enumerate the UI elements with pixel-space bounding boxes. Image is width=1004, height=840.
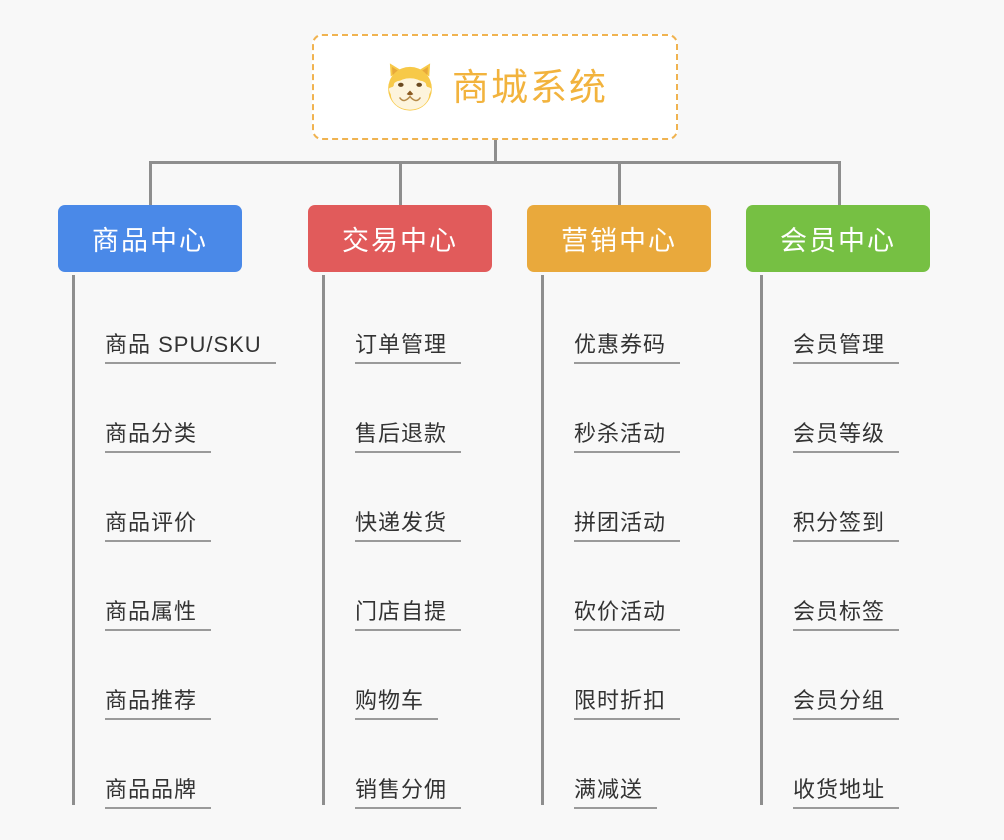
leaf-item[interactable]: 快递发货 bbox=[322, 453, 462, 542]
leaf-label: 商品品牌 bbox=[105, 777, 212, 809]
leaf-label: 收货地址 bbox=[793, 777, 900, 809]
leaf-label: 订单管理 bbox=[355, 332, 462, 364]
connector-drop-4 bbox=[838, 161, 841, 206]
leaf-item[interactable]: 收货地址 bbox=[760, 720, 900, 809]
leaf-item[interactable]: 商品分类 bbox=[72, 364, 276, 453]
category-box-1[interactable]: 商品中心 bbox=[58, 205, 242, 272]
leaf-item[interactable]: 积分签到 bbox=[760, 453, 900, 542]
root-node-shop-system[interactable]: 商城系统 bbox=[312, 34, 678, 140]
leaf-item[interactable]: 会员等级 bbox=[760, 364, 900, 453]
leaf-spine bbox=[322, 275, 325, 805]
leaf-spine bbox=[72, 275, 75, 805]
leaf-item[interactable]: 商品评价 bbox=[72, 453, 276, 542]
leaf-label: 商品分类 bbox=[105, 421, 212, 453]
connector-drop-1 bbox=[149, 161, 152, 206]
leaf-item[interactable]: 订单管理 bbox=[322, 275, 462, 364]
leaf-column-1: 商品 SPU/SKU 商品分类商品评价商品属性商品推荐商品品牌 bbox=[72, 275, 276, 809]
leaf-item[interactable]: 拼团活动 bbox=[541, 453, 681, 542]
leaf-label: 商品属性 bbox=[105, 599, 212, 631]
leaf-item[interactable]: 会员分组 bbox=[760, 631, 900, 720]
leaf-label: 会员分组 bbox=[793, 688, 900, 720]
root-title: 商城系统 bbox=[452, 66, 608, 108]
connector-horizontal-bus bbox=[149, 161, 841, 164]
leaf-item[interactable]: 会员管理 bbox=[760, 275, 900, 364]
leaf-item[interactable]: 优惠券码 bbox=[541, 275, 681, 364]
shiba-dog-face-icon bbox=[388, 63, 432, 111]
leaf-item[interactable]: 售后退款 bbox=[322, 364, 462, 453]
category-label: 交易中心 bbox=[342, 226, 458, 256]
leaf-item[interactable]: 商品 SPU/SKU bbox=[72, 275, 276, 364]
leaf-column-3: 优惠券码秒杀活动拼团活动砍价活动限时折扣满减送 bbox=[541, 275, 681, 809]
leaf-spine bbox=[760, 275, 763, 805]
leaf-label: 销售分佣 bbox=[355, 777, 462, 809]
category-box-3[interactable]: 营销中心 bbox=[527, 205, 711, 272]
connector-drop-3 bbox=[618, 161, 621, 206]
leaf-label: 会员管理 bbox=[793, 332, 900, 364]
leaf-label: 砍价活动 bbox=[574, 599, 681, 631]
leaf-item[interactable]: 商品属性 bbox=[72, 542, 276, 631]
connector-root-stem bbox=[494, 140, 497, 164]
leaf-item[interactable]: 门店自提 bbox=[322, 542, 462, 631]
leaf-label: 积分签到 bbox=[793, 510, 900, 542]
leaf-item[interactable]: 商品品牌 bbox=[72, 720, 276, 809]
leaf-item[interactable]: 会员标签 bbox=[760, 542, 900, 631]
category-label: 商品中心 bbox=[92, 226, 208, 256]
category-label: 会员中心 bbox=[780, 226, 896, 256]
leaf-item[interactable]: 满减送 bbox=[541, 720, 680, 809]
leaf-label: 商品 SPU/SKU bbox=[105, 332, 276, 364]
category-box-2[interactable]: 交易中心 bbox=[308, 205, 492, 272]
connector-drop-2 bbox=[399, 161, 402, 206]
leaf-label: 售后退款 bbox=[355, 421, 462, 453]
leaf-item[interactable]: 商品推荐 bbox=[72, 631, 276, 720]
leaf-item[interactable]: 砍价活动 bbox=[541, 542, 681, 631]
leaf-label: 拼团活动 bbox=[574, 510, 681, 542]
leaf-label: 满减送 bbox=[574, 777, 658, 809]
leaf-label: 商品推荐 bbox=[105, 688, 212, 720]
leaf-label: 快递发货 bbox=[355, 510, 462, 542]
leaf-column-2: 订单管理售后退款快递发货门店自提购物车销售分佣 bbox=[322, 275, 462, 809]
leaf-label: 秒杀活动 bbox=[574, 421, 681, 453]
leaf-label: 门店自提 bbox=[355, 599, 462, 631]
leaf-item[interactable]: 购物车 bbox=[322, 631, 461, 720]
leaf-label: 限时折扣 bbox=[574, 688, 681, 720]
leaf-item[interactable]: 限时折扣 bbox=[541, 631, 681, 720]
leaf-label: 购物车 bbox=[355, 688, 439, 720]
leaf-label: 会员等级 bbox=[793, 421, 900, 453]
leaf-label: 商品评价 bbox=[105, 510, 212, 542]
leaf-item[interactable]: 销售分佣 bbox=[322, 720, 462, 809]
leaf-label: 优惠券码 bbox=[574, 332, 681, 364]
category-box-4[interactable]: 会员中心 bbox=[746, 205, 930, 272]
leaf-spine bbox=[541, 275, 544, 805]
leaf-label: 会员标签 bbox=[793, 599, 900, 631]
category-label: 营销中心 bbox=[561, 226, 677, 256]
leaf-column-4: 会员管理会员等级积分签到会员标签会员分组收货地址 bbox=[760, 275, 900, 809]
leaf-item[interactable]: 秒杀活动 bbox=[541, 364, 681, 453]
